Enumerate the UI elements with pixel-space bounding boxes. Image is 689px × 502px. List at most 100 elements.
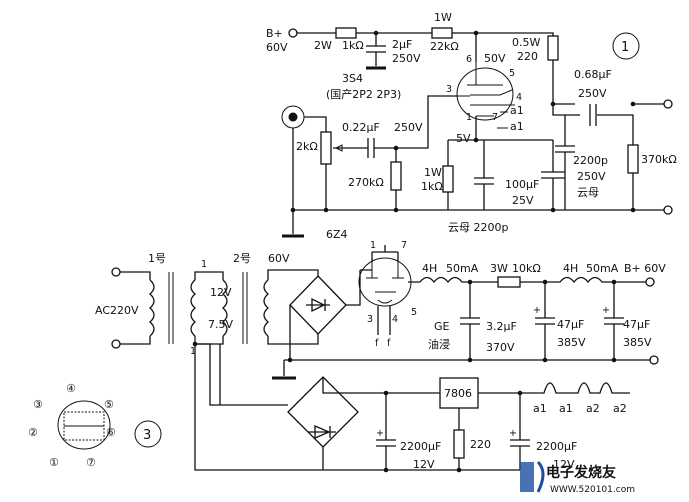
c-filter-1-value: 47μF — [557, 318, 584, 331]
r-screen-value: 220 — [517, 50, 538, 63]
c-filter-2-value: 47μF — [623, 318, 650, 331]
c-bypass-small — [474, 140, 494, 210]
t2-primary-coil — [222, 279, 228, 337]
c-out2-voltage: 12V — [553, 458, 575, 471]
power-supply: 1号 2号 AC220V 1 12V 7.5V 1 60V 6Z4 1 7 3 … — [95, 228, 666, 473]
choke-1-inductance: 4H — [422, 262, 437, 275]
lv-ground-wire — [322, 447, 520, 471]
t2-core — [242, 272, 248, 344]
t1-secondary-leads — [194, 271, 224, 345]
pinout-socket — [57, 400, 111, 450]
bplus-out-label: B+ 60V — [624, 262, 666, 275]
tube-name: 3S4 — [342, 72, 363, 85]
t1-core — [168, 272, 174, 344]
c-mica-value: 2200p — [573, 154, 608, 167]
junction-dot — [323, 207, 329, 213]
amplifier-stage: B+ 60V 2W 1kΩ 2μF 250V 1W 22kΩ 0.5W 220 … — [266, 11, 677, 238]
pinout-pin-3: ③ — [33, 398, 43, 411]
ground-terminal-2 — [649, 355, 659, 365]
r-cathode-value: 1kΩ — [421, 180, 443, 193]
junction-dot — [287, 357, 293, 363]
r-1w-power: 1W — [434, 11, 452, 24]
c-out-value: 0.68μF — [574, 68, 612, 81]
cathode-bus — [448, 116, 553, 141]
c-filter-2-voltage: 385V — [623, 336, 652, 349]
pinout-pin-6: ⑥ — [106, 426, 116, 439]
bplus-top-voltage: 60V — [266, 41, 288, 54]
tube-pinout: ④ ③ ⑤ ② ⑥ ① ⑦ 3 — [28, 382, 162, 469]
r-grid-resistor — [390, 161, 402, 191]
tube-pin-5: 5 — [509, 68, 515, 79]
watermark-url: WWW.520101.com — [550, 485, 635, 495]
c-in-voltage: 250V — [394, 121, 423, 134]
section-1-marker — [612, 32, 640, 60]
pin-marker-1b: 1 — [190, 346, 196, 357]
t1-secondary-coil — [190, 279, 196, 337]
input-jack-center — [288, 112, 298, 122]
rect-filament-2: f — [387, 338, 391, 349]
c-cathode-voltage: 25V — [512, 194, 534, 207]
tube-equivalents: (国产2P2 2P3) — [326, 87, 401, 101]
rectifier-plate-wires — [360, 245, 399, 271]
t1-primary-leads — [120, 271, 151, 345]
r-grid-value: 270kΩ — [348, 176, 384, 189]
cathode-voltage: 5V — [456, 132, 471, 145]
junction-dot — [467, 357, 473, 363]
r-top-value: 1kΩ — [342, 39, 364, 52]
rectifier-tube-envelope — [358, 257, 412, 307]
c-cathode-value: 100μF — [505, 178, 539, 191]
bplus-top-terminal — [288, 28, 298, 38]
hv-bridge-diode — [306, 297, 330, 313]
c-in-value: 0.22μF — [342, 121, 380, 134]
ge-label: GE — [434, 320, 450, 333]
r-filter-value: 10kΩ — [512, 262, 541, 275]
c-out-capacitor — [589, 104, 597, 126]
rect-filament-leads — [377, 306, 391, 335]
c-mica-type: 云母 — [577, 186, 599, 199]
ge-sub-label: 油浸 — [428, 337, 450, 351]
pot-wiper-arrow — [334, 144, 343, 152]
tube-grids — [467, 84, 503, 117]
r-1w-resistor — [431, 27, 453, 39]
choke-2-inductance: 4H — [563, 262, 578, 275]
r-screen-resistor — [547, 35, 559, 61]
choke-2-coil — [520, 276, 646, 284]
heater-string — [478, 382, 630, 394]
r-out-value: 370kΩ — [641, 153, 677, 166]
grid-wire — [396, 95, 458, 149]
junction-dot — [473, 137, 479, 143]
c-mica-voltage: 250V — [577, 170, 606, 183]
rect-pin-4: 4 — [392, 314, 398, 325]
c-top-capacitor — [366, 33, 386, 66]
tube-pin-4: 4 — [516, 92, 522, 103]
bridge-feed-wires — [267, 269, 319, 345]
junction-dot — [467, 279, 473, 285]
pot-2k — [320, 131, 332, 165]
section-3-number: 3 — [143, 428, 151, 443]
choke-1-coil — [408, 276, 498, 284]
c-mica-capacitor — [555, 115, 575, 210]
hv-bridge-rectifier — [289, 275, 347, 335]
junction-dot — [550, 207, 556, 213]
c-in-capacitor — [367, 138, 375, 158]
heater-a2: a2 — [586, 402, 600, 415]
r-filter-power: 3W — [490, 262, 508, 275]
tube-pin-1: 1 — [466, 112, 472, 123]
rect-pin-3: 3 — [367, 314, 373, 325]
r-cathode-power: 1W — [424, 166, 442, 179]
c-ge-capacitor — [460, 282, 480, 360]
regulator-label: 7806 — [444, 387, 472, 400]
watermark-logo-icon — [520, 462, 534, 492]
c-filament-capacitor — [376, 393, 396, 470]
heater-feed-wires — [194, 343, 344, 471]
r-cathode-resistor — [442, 165, 454, 193]
r-out-resistor — [627, 144, 639, 174]
rectifier-tube-electrodes — [366, 262, 404, 304]
rect-pin-1: 1 — [370, 240, 376, 251]
r-filter-resistor — [497, 276, 521, 288]
c-out2-value: 2200μF — [536, 440, 577, 453]
c-filter-2-capacitor — [604, 282, 624, 360]
junction-dot — [611, 279, 617, 285]
